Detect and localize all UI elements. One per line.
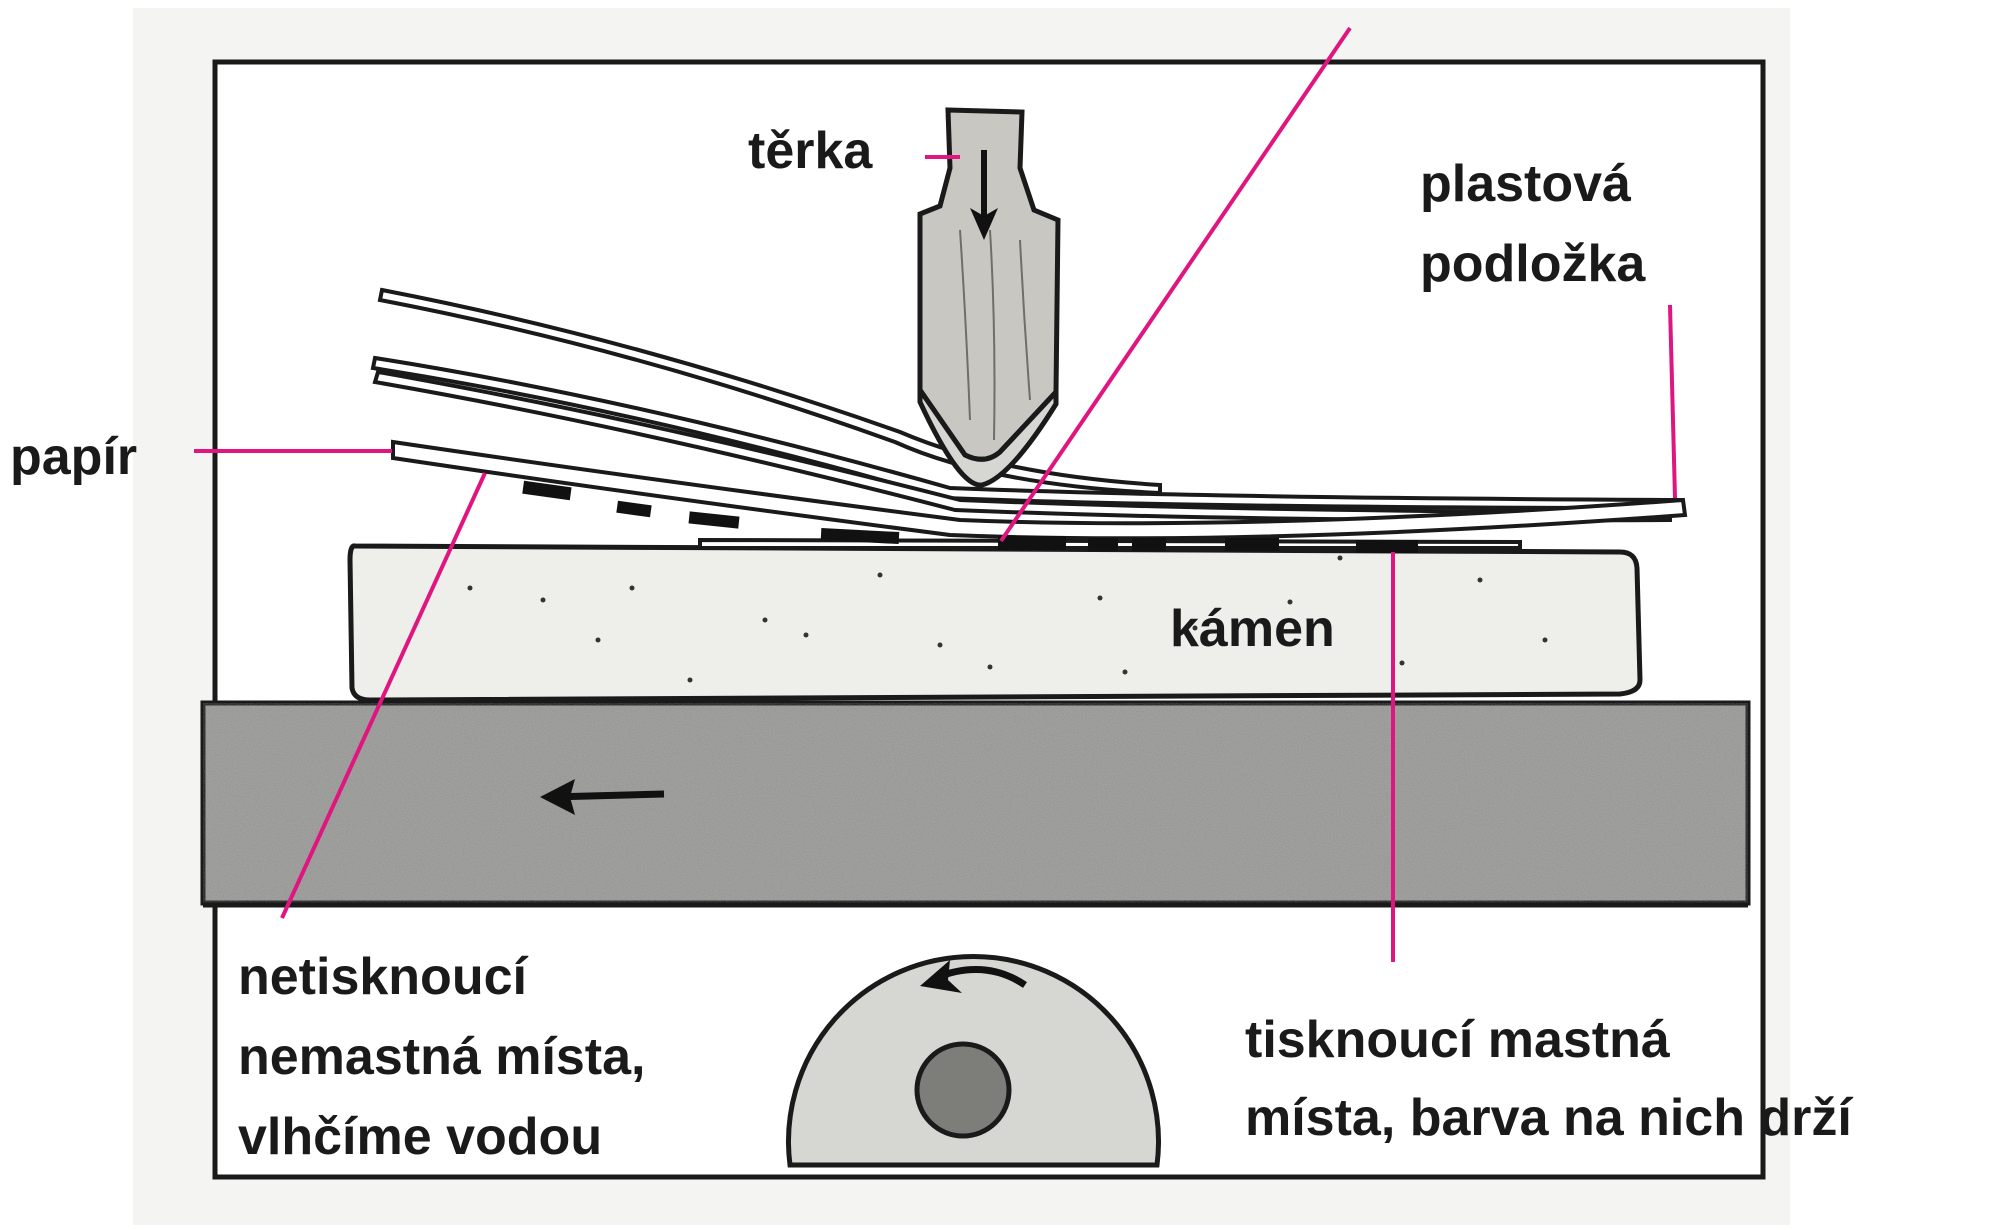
label-tisknouci-line-2: místa, barva na nich drží	[1245, 1079, 1852, 1157]
label-tisknouci: tisknoucí mastná místa, barva na nich dr…	[1245, 1001, 1852, 1157]
label-terka: těrka	[748, 118, 872, 184]
label-plastova-podlozka: plastová podložka	[1420, 144, 1645, 304]
label-netisknouci-line-2: nemastná místa,	[238, 1017, 646, 1097]
label-plastova-line-2: podložka	[1420, 224, 1645, 304]
label-netisknouci-line-3: vlhčíme vodou	[238, 1097, 646, 1177]
label-papir: papír	[10, 424, 137, 490]
label-tisknouci-line-1: tisknoucí mastná	[1245, 1001, 1852, 1079]
litho-stone	[350, 546, 1640, 700]
label-plastova-line-1: plastová	[1420, 144, 1645, 224]
press-bed	[203, 703, 1748, 903]
label-netisknouci: netisknoucí nemastná místa, vlhčíme vodo…	[238, 937, 646, 1177]
label-kamen: kámen	[1170, 596, 1335, 662]
label-netisknouci-line-1: netisknoucí	[238, 937, 646, 1017]
roller-axle	[917, 1044, 1009, 1136]
